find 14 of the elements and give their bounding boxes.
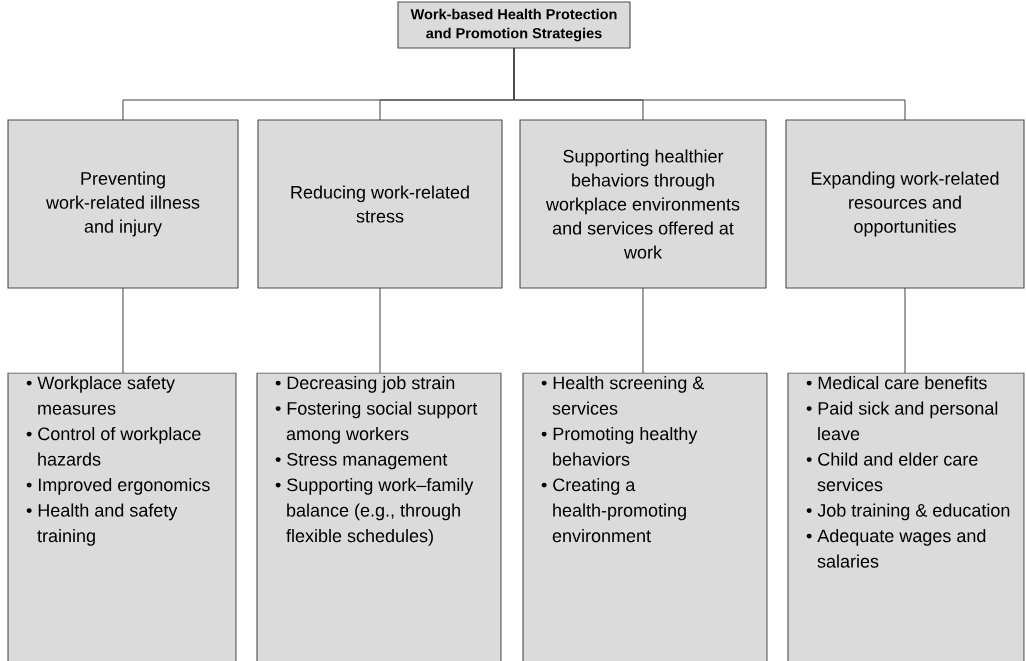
category-box: Reducing work-related stress: [257, 119, 503, 289]
category-box: Expanding work-related resources and opportunities: [785, 119, 1025, 289]
title-box: Work-based Health Protection and Promotion Strategies: [397, 1, 631, 49]
list-box: • Workplace safety measures • Control of workplace hazards • Improved ergonomics • Health and safety training: [7, 372, 237, 661]
connector-line: [904, 287, 906, 374]
list-box: • Decreasing job strain • Fostering social support among workers • Stress management • Supporting work–family balance (e.g., through flexible schedules): [256, 372, 502, 661]
connector-line: [122, 287, 124, 374]
connector-line: [379, 287, 381, 374]
category-box: Preventing work-related illness and injury: [7, 119, 239, 289]
connector-line: [642, 287, 644, 374]
list-box: • Health screening & services • Promoting healthy behaviors • Creating a health-promoting environment: [522, 372, 768, 661]
category-box: Supporting healthier behaviors through workplace environments and services offered at work: [519, 119, 767, 289]
connector-line: [513, 47, 906, 121]
list-box: • Medical care benefits • Paid sick and personal leave • Child and elder care services • Job training & education • Adequate wages and salaries: [787, 372, 1025, 661]
